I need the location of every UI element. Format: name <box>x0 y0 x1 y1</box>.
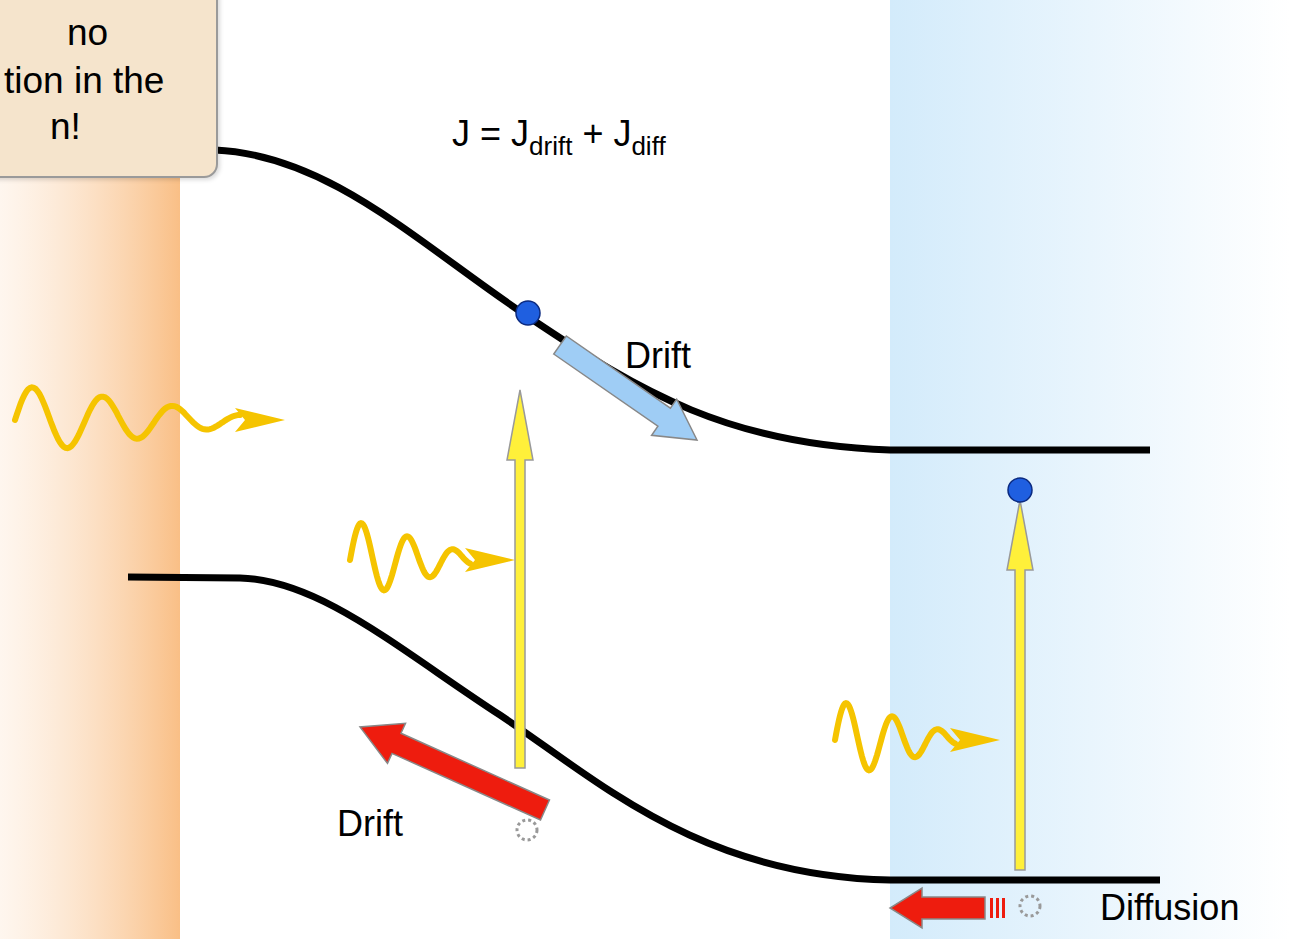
photon-wave <box>15 387 240 448</box>
callout-text: tion in the <box>4 62 164 99</box>
callout-text: no <box>67 14 108 51</box>
photon-wave-head <box>950 728 1000 752</box>
excitation-arrow <box>1007 500 1033 870</box>
photon-wave <box>350 523 470 590</box>
valence-band <box>128 577 1160 880</box>
photon-wave-head <box>235 408 285 432</box>
conduction-band <box>215 150 1150 450</box>
n-region <box>890 0 1290 939</box>
hole <box>1020 896 1040 916</box>
arrow-trail <box>996 898 999 918</box>
arrow-trail <box>1002 898 1005 918</box>
equation-text: + J <box>582 116 631 152</box>
callout-text: n! <box>50 108 81 145</box>
electron-drift-arrow <box>554 336 697 440</box>
drift-label: Drift <box>625 338 691 374</box>
equation-text: J = J <box>452 116 529 152</box>
hole <box>517 820 537 840</box>
equation-subscript: drift <box>529 133 572 159</box>
arrow-trail <box>990 898 993 918</box>
electron <box>1008 478 1032 502</box>
diffusion-label: Diffusion <box>1100 890 1239 926</box>
callout-box: no tion in the n! <box>0 0 218 178</box>
electron <box>516 301 540 325</box>
photon-wave-head <box>465 548 515 572</box>
drift-label: Drift <box>337 806 403 842</box>
hole-diffusion-arrow <box>890 888 985 928</box>
equation-subscript: diff <box>631 133 665 159</box>
photon-wave <box>835 703 955 770</box>
excitation-arrow <box>507 390 533 768</box>
